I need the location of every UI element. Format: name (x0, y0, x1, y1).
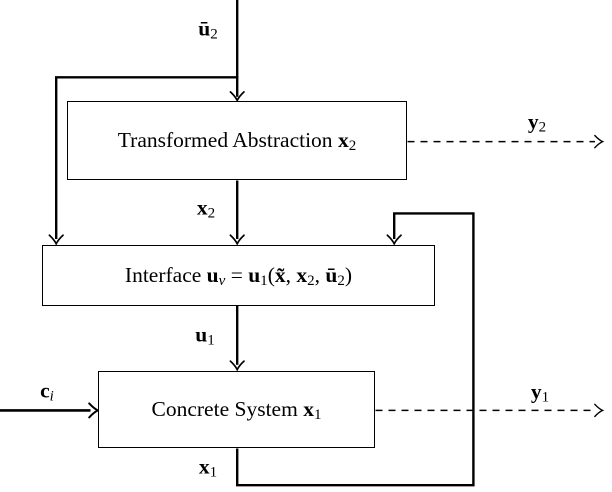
x1-feedback-line (236, 212, 475, 487)
arrowhead-y2 (594, 134, 605, 149)
arrowhead-x2-interface (229, 234, 245, 246)
signal-label-ubar2: ū2 (198, 16, 218, 43)
arrowhead-branch-interface (48, 234, 64, 246)
arrowhead-feedback-interface (386, 234, 402, 246)
concrete-system-label: Concrete System x1 (151, 397, 322, 424)
transformed-abstraction-box: Transformed Abstraction x2 (67, 101, 407, 180)
concrete-system-box: Concrete System x1 (98, 371, 375, 448)
signal-label-y2: y2 (527, 109, 547, 136)
signal-label-x2: x2 (196, 195, 216, 222)
signal-label-y1: y1 (530, 379, 550, 406)
interface-box: Interface uv = u1(x̃, x2, ū2) (42, 245, 435, 306)
signal-label-ci: ci (40, 378, 54, 405)
signal-label-u1: u1 (195, 322, 215, 349)
arrowhead-ubar2 (229, 91, 245, 103)
interface-label: Interface uv = u1(x̃, x2, ū2) (124, 263, 353, 290)
arrowhead-u1-concrete (229, 360, 245, 372)
ubar2-branch-line (55, 76, 239, 239)
arrowhead-ci (88, 402, 100, 419)
arrowhead-y1 (594, 403, 605, 418)
signal-label-x1: x1 (198, 454, 218, 481)
transformed-abstraction-label: Transformed Abstraction x2 (117, 128, 357, 155)
